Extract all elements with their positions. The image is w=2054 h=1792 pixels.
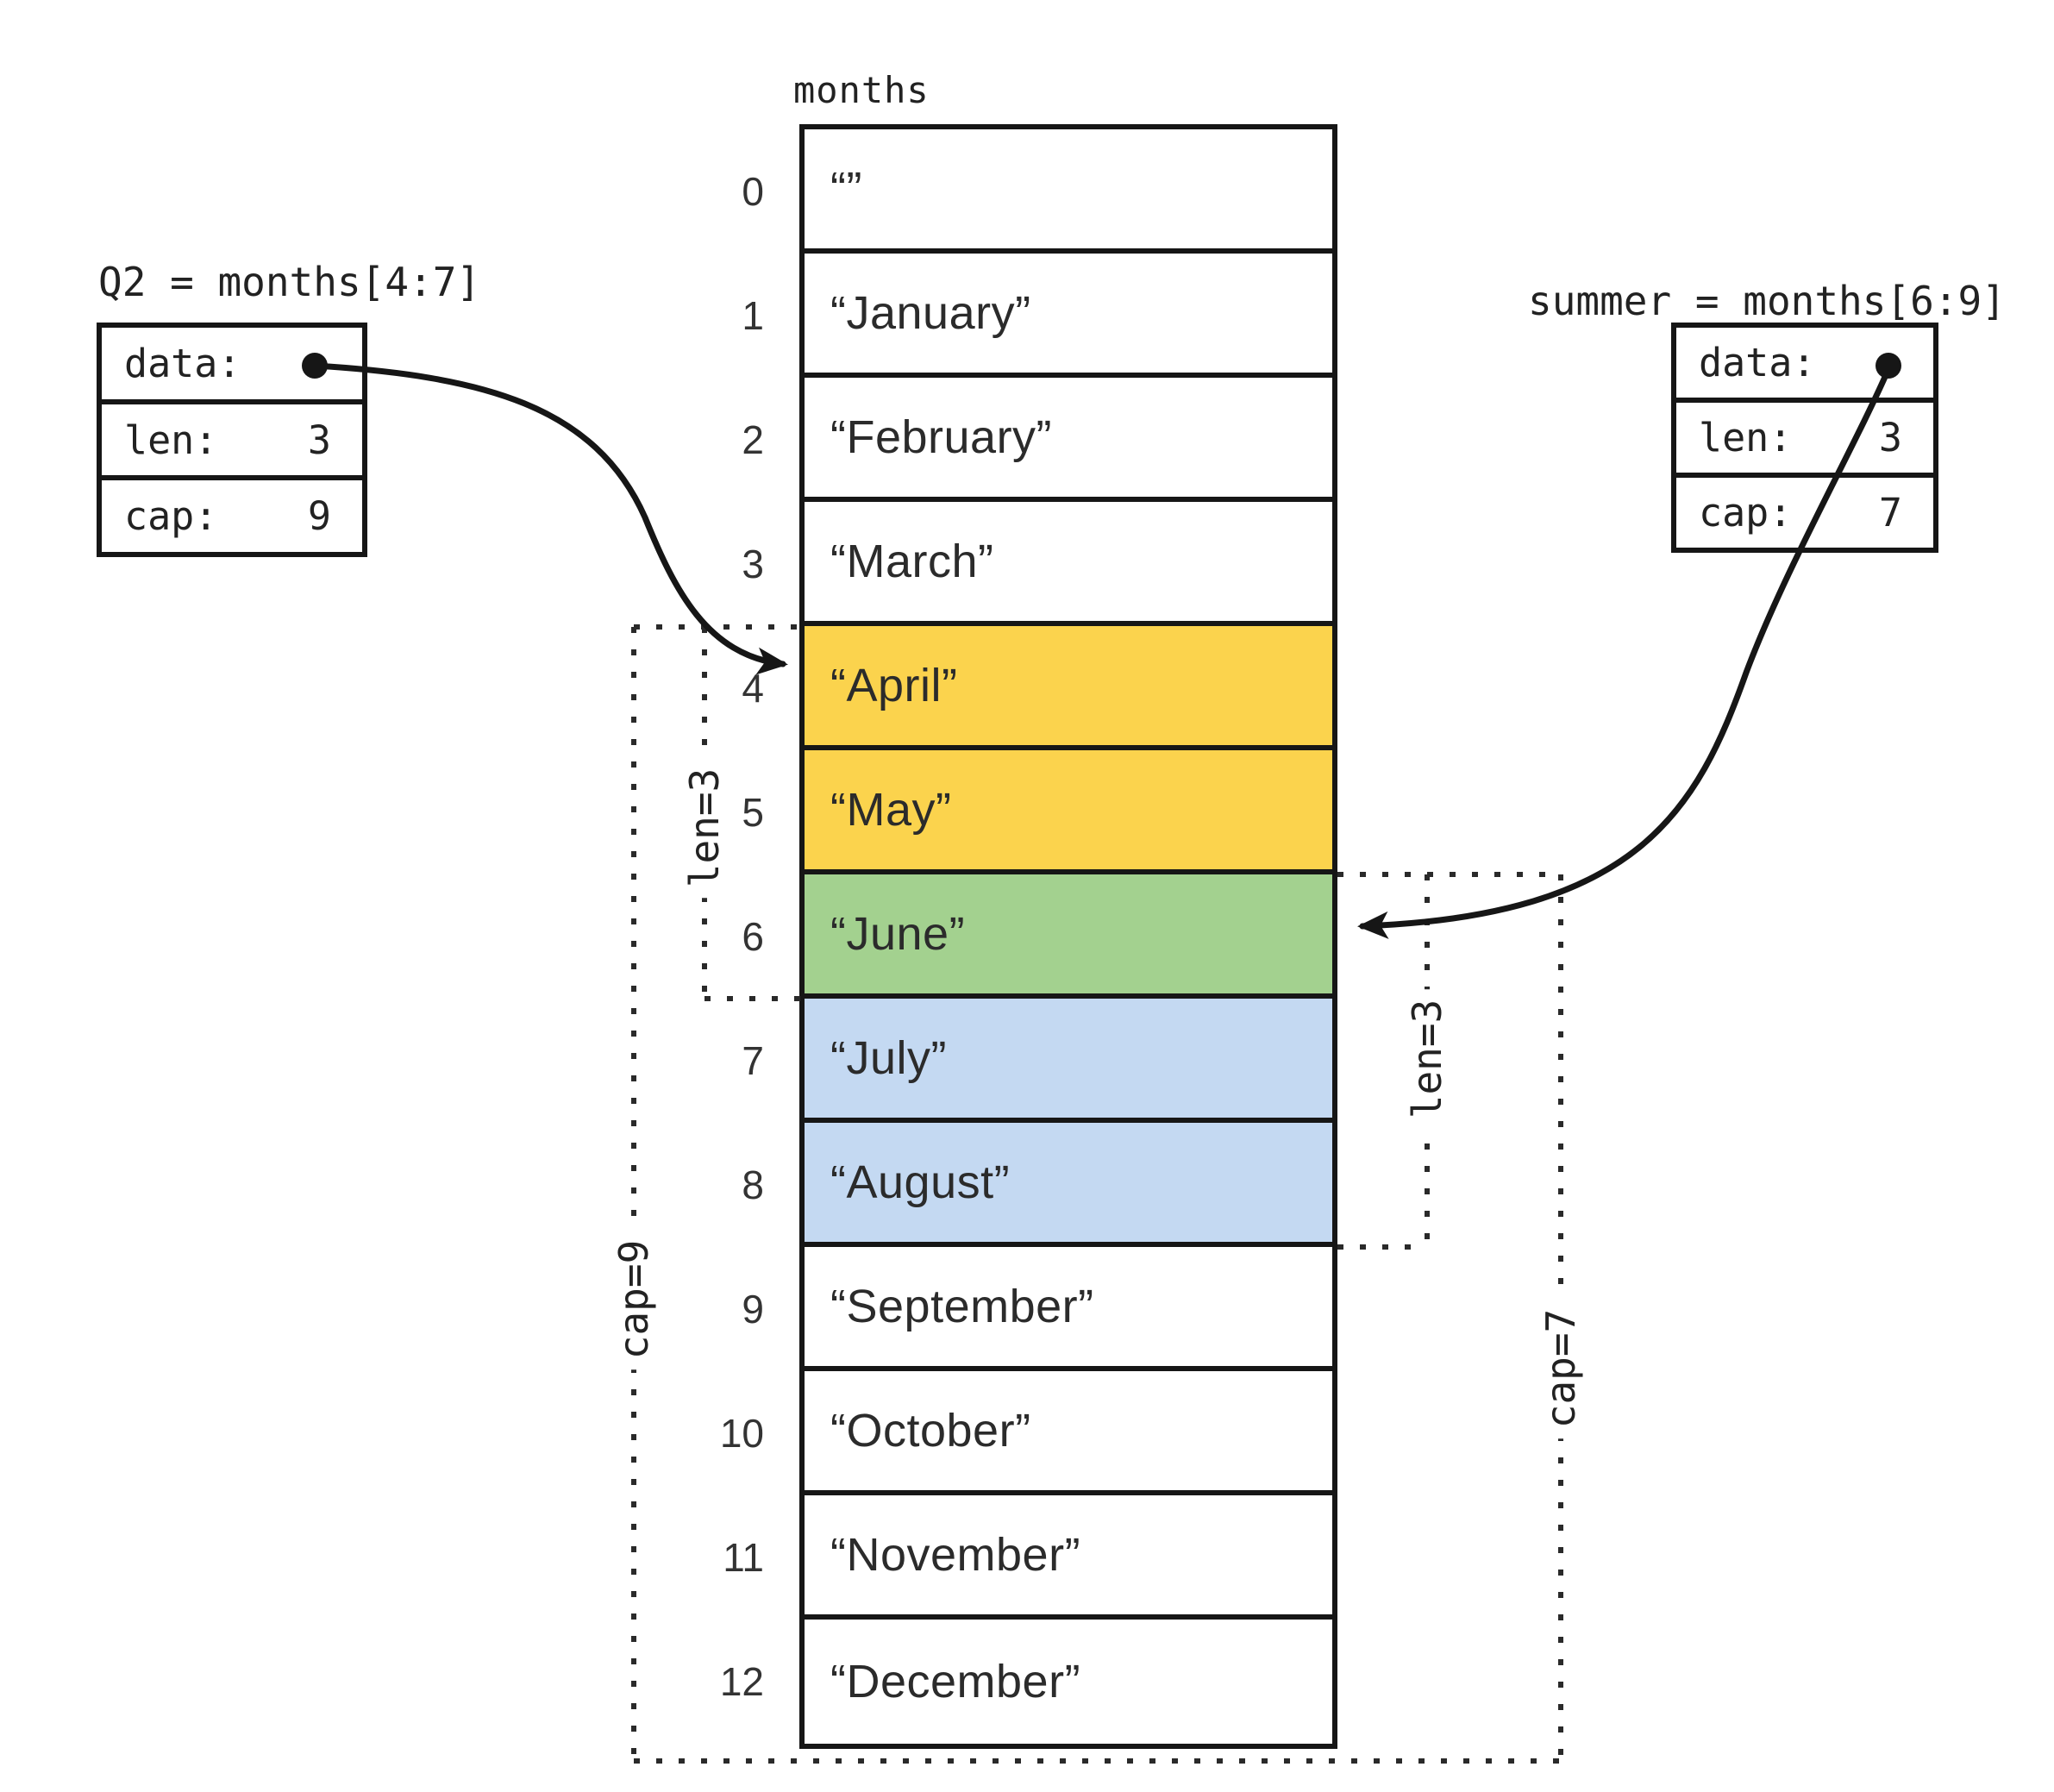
summer-len-value: 3 [1878, 415, 1902, 461]
q2-data-row: data: [102, 328, 362, 404]
index-8: 8 [742, 1162, 764, 1207]
cell-value: “November” [830, 1529, 1081, 1581]
index-7: 7 [742, 1038, 764, 1083]
cell-value: “January” [830, 287, 1031, 339]
q2-slice-header: data: len: 3 cap: 9 [97, 323, 367, 557]
summer-data-label: data: [1699, 340, 1816, 385]
summer-len-row: len: 3 [1676, 403, 1933, 478]
summer-slice-header: data: len: 3 cap: 7 [1671, 323, 1938, 553]
summer-cap-label: cap: [1699, 490, 1793, 536]
index-0: 0 [742, 169, 764, 214]
array-cell-12: “December” [805, 1620, 1332, 1744]
summer-len-extent-label: len=3 [1400, 988, 1454, 1130]
cell-value: “” [830, 163, 862, 215]
cell-value: “September” [830, 1281, 1094, 1332]
summer-cap-value: 7 [1878, 490, 1902, 536]
array-cell-6: “June” [805, 874, 1332, 999]
index-6: 6 [742, 914, 764, 959]
cell-value: “May” [830, 784, 952, 836]
array-cell-11: “November” [805, 1495, 1332, 1620]
index-3: 3 [742, 542, 764, 586]
array-label: months [793, 69, 930, 111]
cell-value: “April” [830, 660, 958, 711]
array-cell-5: “May” [805, 750, 1332, 874]
cell-value: “August” [830, 1156, 1011, 1208]
months-array: “” “January” “February” “March” “April” … [799, 124, 1337, 1749]
index-4: 4 [742, 666, 764, 711]
array-cell-10: “October” [805, 1371, 1332, 1495]
q2-cap-row: cap: 9 [102, 480, 362, 552]
index-9: 9 [742, 1287, 764, 1331]
q2-slice-expression: Q2 = months[4:7] [98, 259, 481, 305]
array-cell-8: “August” [805, 1123, 1332, 1247]
summer-cap-extent-label: cap=7 [1534, 1298, 1587, 1439]
index-10: 10 [719, 1411, 764, 1456]
cell-value: “December” [830, 1656, 1081, 1707]
array-cell-3: “March” [805, 502, 1332, 626]
cell-value: “July” [830, 1032, 947, 1084]
q2-data-label: data: [124, 340, 241, 386]
q2-cap-extent-label: cap=9 [607, 1229, 661, 1370]
array-cell-9: “September” [805, 1247, 1332, 1371]
index-5: 5 [742, 790, 764, 835]
q2-cap-label: cap: [124, 493, 218, 540]
q2-len-label: len: [124, 417, 218, 463]
index-11: 11 [723, 1535, 764, 1580]
q2-len-value: 3 [307, 417, 331, 463]
q2-len-row: len: 3 [102, 404, 362, 481]
cell-value: “October” [830, 1405, 1031, 1457]
array-cell-2: “February” [805, 378, 1332, 502]
array-cell-0: “” [805, 129, 1332, 254]
index-1: 1 [742, 293, 764, 338]
index-2: 2 [742, 417, 764, 462]
summer-data-row: data: [1676, 328, 1933, 403]
array-cell-7: “July” [805, 999, 1332, 1123]
q2-cap-value: 9 [307, 493, 331, 540]
index-12: 12 [719, 1659, 764, 1704]
cell-value: “June” [830, 908, 966, 960]
cell-value: “March” [830, 536, 994, 587]
summer-slice-expression: summer = months[6:9] [1528, 278, 2006, 324]
q2-len-extent-label: len=3 [678, 757, 731, 899]
array-cell-4: “April” [805, 626, 1332, 750]
cell-value: “February” [830, 411, 1053, 463]
summer-len-label: len: [1699, 415, 1793, 461]
summer-cap-row: cap: 7 [1676, 478, 1933, 548]
array-cell-1: “January” [805, 254, 1332, 378]
